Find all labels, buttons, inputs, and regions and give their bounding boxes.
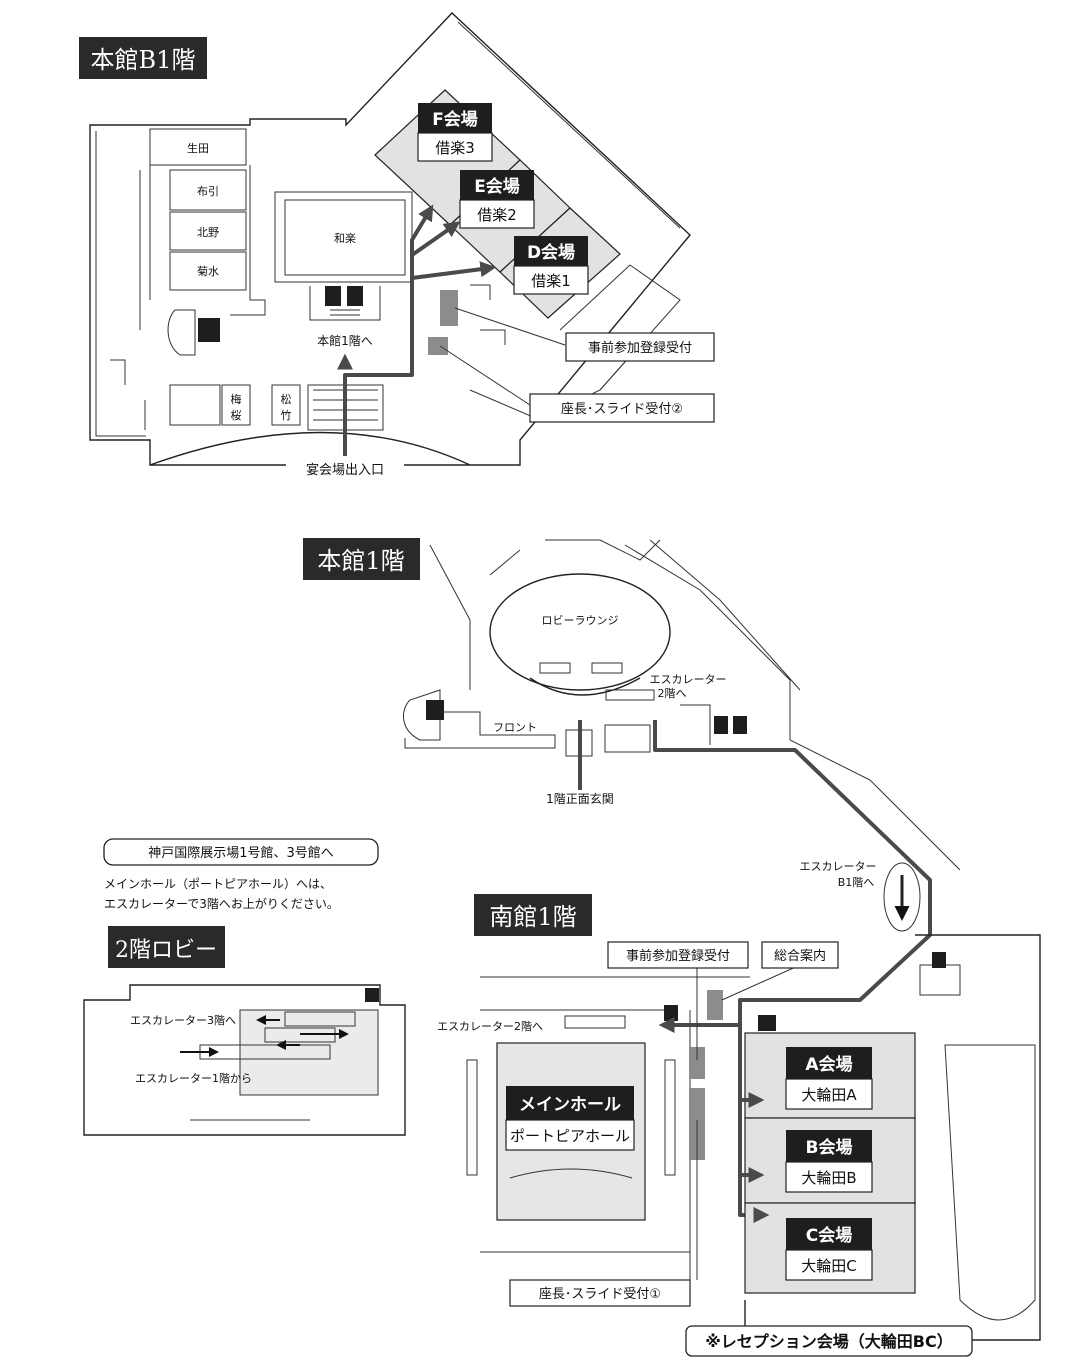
room-nunobiki [169, 169, 247, 211]
svg-text:借楽2: 借楽2 [477, 206, 517, 224]
esc-3f-label: エスカレーター3階へ [130, 1013, 236, 1027]
to-1f-label: 本館1階へ [317, 333, 373, 348]
svg-text:借楽1: 借楽1 [531, 272, 571, 290]
elevator-icon [198, 318, 220, 342]
lobby2f-title-bg [108, 926, 225, 968]
room-matsu-take [271, 384, 301, 426]
main1f-entrance-label: 1階正面玄関 [546, 791, 614, 806]
svg-text:大輪田A: 大輪田A [801, 1086, 857, 1104]
lobby2f-title: 2階ロビー [115, 938, 217, 963]
room-label-kitano: 北野 [197, 226, 219, 239]
b1-floor-plan: 本館B1階 [79, 12, 715, 480]
south1f-title: 南館1階 [489, 903, 576, 931]
escalator-up-label-1: エスカレーター [650, 673, 727, 686]
b1-title-bg [79, 37, 207, 79]
slide-desk-b1 [428, 337, 448, 355]
svg-text:C会場: C会場 [806, 1225, 852, 1246]
toilet-icon [714, 716, 728, 734]
registration-desk-south [707, 990, 723, 1020]
room-label-sakura: 桜 [231, 408, 242, 422]
svg-text:D会場: D会場 [527, 242, 575, 263]
svg-text:A会場: A会場 [805, 1054, 852, 1075]
svg-text:E会場: E会場 [474, 176, 520, 197]
esc-1f-label: エスカレーター1階から [135, 1071, 252, 1085]
venue-b-label: B会場 大輪田B [785, 1130, 873, 1193]
svg-text:メインホール: メインホール [519, 1095, 621, 1115]
esc-2f-label: エスカレーター2階へ [437, 1019, 543, 1033]
room-label-ume: 梅 [231, 392, 242, 406]
south-callout-registration [607, 941, 749, 969]
main-hall-label: メインホール ポートピアホール [505, 1086, 635, 1151]
lobby-2f-plan: 2階ロビー エスカレーター3階へ エスカレーター1階から [83, 926, 406, 1136]
front-desk-label: フロント [493, 721, 537, 734]
info-note-line1: メインホール（ポートピアホール）へは、 [104, 877, 332, 891]
escalator-down-label-1: エスカレーター [800, 860, 877, 873]
escalator-up-label-2: 2階へ [658, 686, 687, 700]
elevator-icon [365, 988, 379, 1002]
lobby-lounge [489, 573, 671, 691]
south-callout-info [761, 941, 839, 969]
elevator-icon [664, 1005, 678, 1021]
svg-text:大輪田C: 大輪田C [801, 1257, 856, 1275]
south-callout-slide [509, 1279, 691, 1307]
b1-title: 本館B1階 [91, 46, 196, 74]
main1f-title-bg [303, 538, 420, 580]
room-kitano [169, 211, 247, 251]
room-label-nunobiki: 布引 [197, 184, 219, 198]
escalator-down-label-2: B1階へ [838, 875, 875, 889]
venue-c-label: C会場 大輪田C [785, 1218, 873, 1281]
south-callout-slide-text: 座長･スライド受付① [539, 1287, 661, 1302]
room-label-ikuta: 生田 [187, 141, 209, 155]
toilet-icon [733, 716, 747, 734]
room-label-waraku: 和楽 [334, 232, 356, 245]
toilet-icon [325, 286, 341, 306]
svg-text:ポートピアホール: ポートピアホール [510, 1127, 630, 1145]
room-label-take: 竹 [281, 408, 292, 422]
south-callout-info-text: 総合案内 [774, 948, 826, 964]
b1-route-to-d [411, 261, 497, 280]
registration-desk-b1 [440, 290, 458, 326]
room-waraku [284, 199, 406, 276]
lobby-lounge-label: ロビーラウンジ [542, 614, 619, 627]
reception-note-text: ※レセプション会場（大輪田BC） [705, 1332, 953, 1351]
venue-e-label: E会場 借楽2 [459, 170, 535, 229]
b1-callout-slide-text: 座長･スライド受付② [561, 402, 683, 417]
svg-text:F会場: F会場 [432, 109, 478, 130]
b1-route-to-e [410, 221, 461, 257]
svg-text:借楽3: 借楽3 [435, 139, 475, 157]
venue-d-label: D会場 借楽1 [513, 236, 589, 295]
info-desk-south [689, 1047, 705, 1079]
south-callout-registration-text: 事前参加登録受付 [626, 948, 730, 964]
elevator-icon [426, 700, 444, 720]
b1-callout-slide [529, 393, 715, 423]
info-pill-text: 神戸国際展示場1号館、3号館へ [148, 846, 334, 861]
svg-text:大輪田B: 大輪田B [801, 1169, 856, 1187]
b1-callout-registration-text: 事前参加登録受付 [588, 340, 692, 356]
info-pill [103, 838, 379, 866]
b1-entrance-label: 宴会場出入口 [306, 462, 384, 478]
info-block: 神戸国際展示場1号館、3号館へ メインホール（ポートピアホール）へは、 エスカレ… [103, 838, 379, 911]
room-label-matsu: 松 [281, 392, 292, 406]
info-note-line2: エスカレーターで3階へお上がりください。 [104, 896, 339, 911]
room-label-kikusui: 菊水 [197, 265, 219, 278]
main1f-title: 本館1階 [317, 547, 404, 575]
south1f-title-bg [474, 894, 592, 936]
reception-note-box [685, 1325, 973, 1357]
svg-text:B会場: B会場 [806, 1137, 853, 1158]
room-ikuta [149, 128, 247, 166]
b1-callout-registration [565, 332, 715, 362]
room-ume-sakura [221, 384, 251, 426]
toilet-icon [347, 286, 363, 306]
elevator-icon [932, 952, 946, 968]
b1-route-to-f [343, 204, 434, 460]
south-1f-plan: 南館1階 エスカレーター2階へ メインホール ポートピアホール [437, 894, 1041, 1357]
toilet-icon [758, 1015, 776, 1031]
venue-a-label: A会場 大輪田A [785, 1047, 873, 1110]
venue-f-label: F会場 借楽3 [417, 103, 493, 162]
room-kikusui [169, 251, 247, 291]
